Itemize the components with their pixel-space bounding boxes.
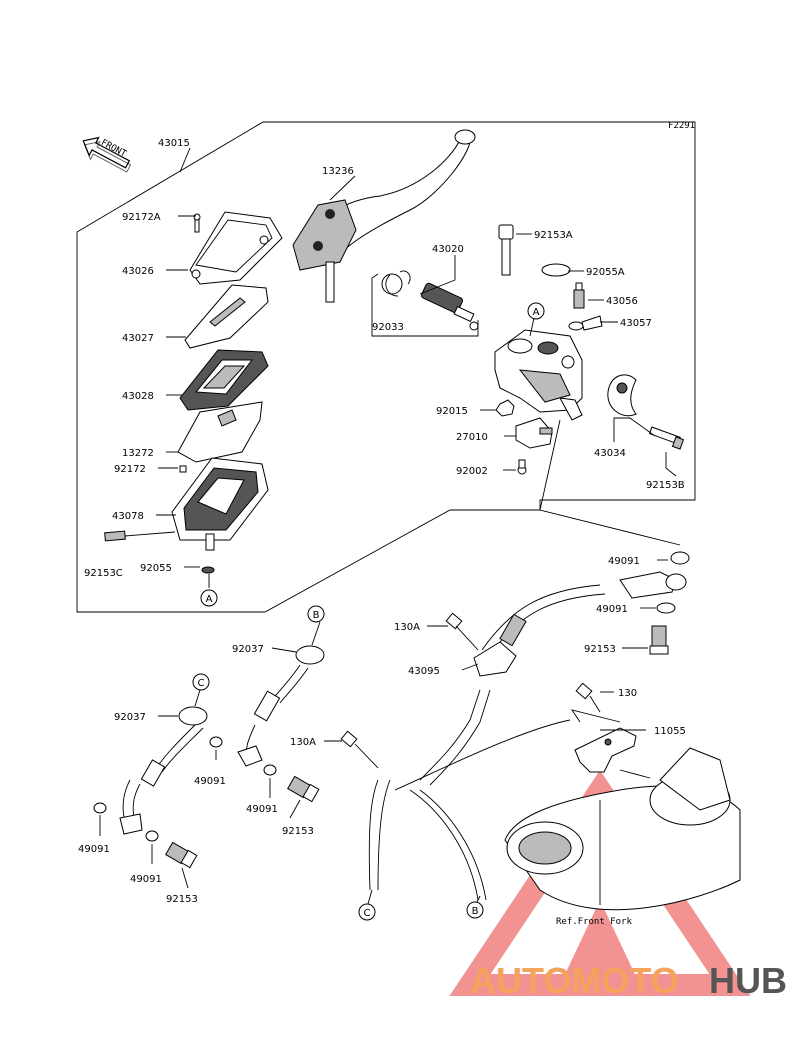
- bleeder-43056: [573, 282, 585, 309]
- bolt-92153B: [648, 426, 685, 450]
- svg-text:C: C: [364, 908, 371, 919]
- washer-49091-d: [263, 764, 277, 776]
- callout-130A-2: 130A: [290, 737, 316, 748]
- switch-27010: [515, 417, 553, 449]
- bracket-11055: [574, 727, 637, 773]
- marker-b-2: B: [466, 901, 484, 919]
- callout-49091-c: 49091: [194, 776, 226, 787]
- fitting-b: [237, 690, 281, 767]
- callout-92153-a: 92153: [584, 644, 616, 655]
- ref-note: Ref.Front Fork: [556, 917, 632, 927]
- svg-text:A: A: [206, 594, 213, 605]
- marker-a-1: A: [200, 589, 218, 607]
- callout-92015: 92015: [436, 406, 468, 417]
- callout-49091-e: 49091: [78, 844, 110, 855]
- bolt-92153-mid: [287, 775, 320, 803]
- callout-43095: 43095: [408, 666, 440, 677]
- fork-clamp: [504, 747, 741, 911]
- banjo-top: [619, 551, 690, 614]
- callout-130A-1: 130A: [394, 622, 420, 633]
- callout-92153-b: 92153: [282, 826, 314, 837]
- leader-lines: [99, 147, 681, 905]
- brake-lever-13236: [292, 129, 476, 303]
- callout-13272: 13272: [122, 448, 154, 459]
- master-cylinder-body: [494, 329, 583, 421]
- washer-49091-f: [145, 830, 159, 842]
- callout-43056: 43056: [606, 296, 638, 307]
- callout-43078: 43078: [112, 511, 144, 522]
- callout-43028: 43028: [122, 391, 154, 402]
- bolt-92153-upper: [649, 625, 669, 655]
- bolt-130A-1: [445, 612, 479, 651]
- screw-92002: [517, 459, 527, 475]
- callout-43020: 43020: [432, 244, 464, 255]
- clip-92037-c: [178, 706, 208, 726]
- assembly-frame: [76, 121, 696, 613]
- callout-92153-c: 92153: [166, 894, 198, 905]
- bolt-92153C: [104, 530, 176, 542]
- callout-49091-b: 49091: [596, 604, 628, 615]
- watermark-text: AUTOMOTO HUB: [470, 960, 787, 1001]
- callout-labels: F2291 43015 13236 92172A 43026 43027 430…: [78, 121, 695, 927]
- hose-joint-43095: [473, 613, 527, 677]
- fitting-c: [119, 759, 166, 835]
- callout-49091-a: 49091: [608, 556, 640, 567]
- callout-92055A: 92055A: [586, 267, 625, 278]
- bolt-92153-low: [165, 841, 198, 869]
- callout-92033: 92033: [372, 322, 404, 333]
- front-arrow-icon: [82, 136, 132, 173]
- marker-c-1: C: [192, 673, 210, 691]
- callout-49091-f: 49091: [130, 874, 162, 885]
- callout-92172A: 92172A: [122, 212, 161, 223]
- svg-text:B: B: [472, 906, 479, 917]
- washer-49091-e: [93, 802, 107, 814]
- marker-c-2: C: [358, 903, 376, 921]
- svg-text:B: B: [313, 610, 320, 621]
- brake-hose-main: [368, 584, 606, 901]
- callout-130: 130: [618, 688, 637, 699]
- clamp-43034: [607, 374, 637, 417]
- callout-92153A: 92153A: [534, 230, 573, 241]
- callout-92153B: 92153B: [646, 480, 685, 491]
- svg-text:A: A: [533, 307, 540, 318]
- diaphragm-43028: [179, 349, 269, 411]
- callout-11055: 11055: [654, 726, 686, 737]
- nut-92015: [495, 399, 515, 417]
- clip-92037-b: [295, 645, 325, 665]
- callout-92055: 92055: [140, 563, 172, 574]
- callout-27010: 27010: [456, 432, 488, 443]
- diagram-code: F2291: [668, 121, 695, 131]
- callout-43015: 43015: [158, 138, 190, 149]
- callout-92172: 92172: [114, 464, 146, 475]
- bolt-130A-2: [340, 730, 379, 769]
- bolt-92153A: [498, 224, 514, 276]
- brake-hose-left: [122, 724, 204, 823]
- callout-43027: 43027: [122, 333, 154, 344]
- marker-a-2: A: [527, 302, 545, 320]
- callout-43057: 43057: [620, 318, 652, 329]
- oring-92055A: [541, 263, 571, 277]
- callout-92037-b: 92037: [114, 712, 146, 723]
- bolt-130: [575, 682, 601, 713]
- reservoir-43078: [171, 457, 269, 574]
- seal-13272: [177, 401, 263, 463]
- callout-43026: 43026: [122, 266, 154, 277]
- svg-text:HUB: HUB: [709, 960, 787, 1001]
- callout-13236: 13236: [322, 166, 354, 177]
- callout-49091-d: 49091: [246, 804, 278, 815]
- marker-b-1: B: [307, 605, 325, 623]
- callout-92037-a: 92037: [232, 644, 264, 655]
- reservoir-cap-43026: [189, 211, 283, 285]
- plate-43027: [184, 284, 269, 349]
- callout-43034: 43034: [594, 448, 626, 459]
- callout-92153C: 92153C: [84, 568, 123, 579]
- callout-92002: 92002: [456, 466, 488, 477]
- washer-49091-c: [209, 736, 223, 748]
- svg-text:C: C: [198, 678, 205, 689]
- svg-text:AUTOMOTO: AUTOMOTO: [470, 960, 679, 1001]
- piston-kit-43020: [381, 270, 479, 331]
- cap-43057: [568, 315, 603, 331]
